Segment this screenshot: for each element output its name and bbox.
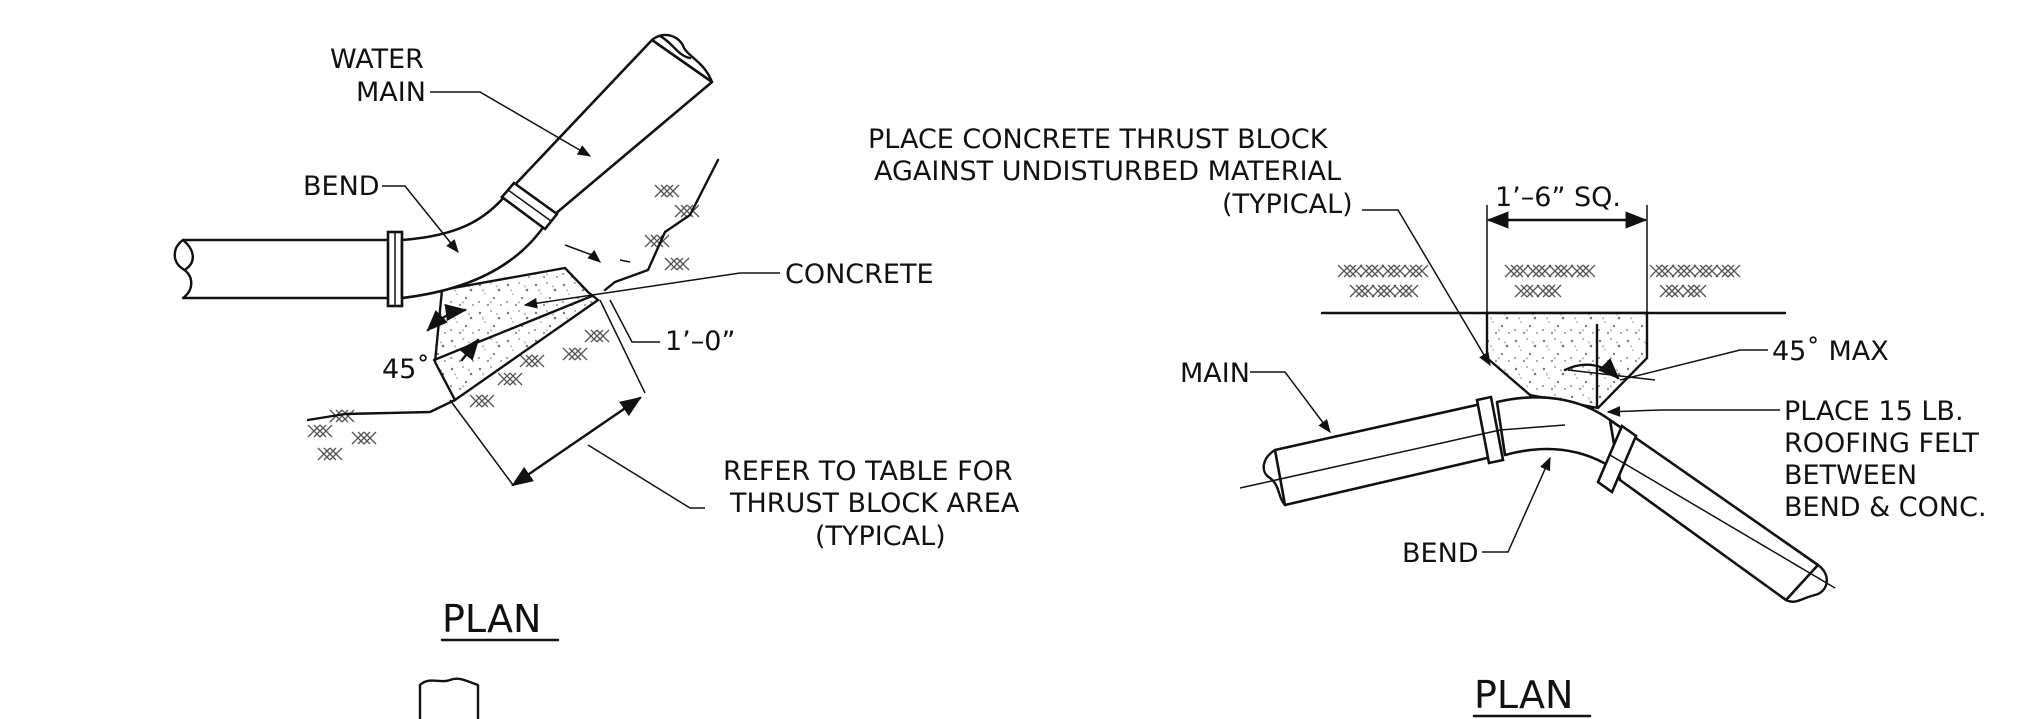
left-concrete-thrust-block [433,266,601,402]
right-concrete-thrust-block [1485,311,1649,410]
left-label-main: MAIN [356,77,426,108]
right-label-felt-4: BEND & CONC. [1784,492,1987,523]
right-label-felt-3: BETWEEN [1784,460,1917,491]
left-water-main-pipe [508,38,714,222]
right-outgoing-break-end [1784,563,1828,603]
right-main-leader [1250,371,1331,434]
right-main-pipe [1273,400,1502,507]
left-plan: WATER MAIN BEND CONCRETE 1’–0” 45˚ REFER… [173,33,1020,719]
left-label-refer-2: THRUST BLOCK AREA [729,488,1020,519]
left-label-bend: BEND [303,171,380,202]
right-label-main: MAIN [1180,358,1250,389]
right-main-coupling [1475,395,1505,465]
right-place-leader [1362,209,1491,367]
left-label-concrete: CONCRETE [785,259,934,290]
left-ground-line-lower [306,398,457,422]
left-plan-title: PLAN [442,597,541,641]
right-plan: PLACE CONCRETE THRUST BLOCK AGAINST UNDI… [868,124,1987,718]
left-1ft-leader [609,299,660,343]
right-max-leader [1619,349,1768,381]
left-pipe-break-end [173,238,194,300]
left-main-break-end [650,33,714,84]
left-refer-leader [587,444,705,509]
left-label-water: WATER [330,44,424,75]
right-soil-hatch [1337,264,1741,298]
right-felt-leader [1606,406,1780,417]
right-label-place-2: AGAINST UNDISTURBED MATERIAL [874,156,1341,187]
right-label-max-angle: 45˚ MAX [1772,336,1889,367]
left-water-main-leader [430,91,592,157]
left-bend-leader [382,185,459,254]
left-label-refer-1: REFER TO TABLE FOR [723,456,1013,487]
right-label-place-3: (TYPICAL) [1222,189,1353,220]
left-angle-arc [426,304,468,332]
right-label-dim-sq: 1’–6” SQ. [1495,182,1621,213]
right-bend-leader [1482,456,1551,553]
right-label-felt-1: PLACE 15 LB. [1784,396,1964,427]
left-dim-area-line [511,396,642,487]
left-ground-line-upper [603,158,720,292]
right-label-place-1: PLACE CONCRETE THRUST BLOCK [868,124,1329,155]
left-label-1ft: 1’–0” [665,326,735,357]
left-bottom-pipe-stub [418,677,480,719]
right-label-felt-2: ROOFING FELT [1784,428,1979,459]
right-label-bend: BEND [1402,538,1479,569]
left-label-refer-3: (TYPICAL) [815,521,946,552]
right-plan-title: PLAN [1474,673,1573,717]
left-label-angle: 45˚ [382,354,430,385]
left-concrete-leader [523,272,780,309]
left-horizontal-pipe [183,238,397,300]
right-main-break-end [1262,448,1287,507]
